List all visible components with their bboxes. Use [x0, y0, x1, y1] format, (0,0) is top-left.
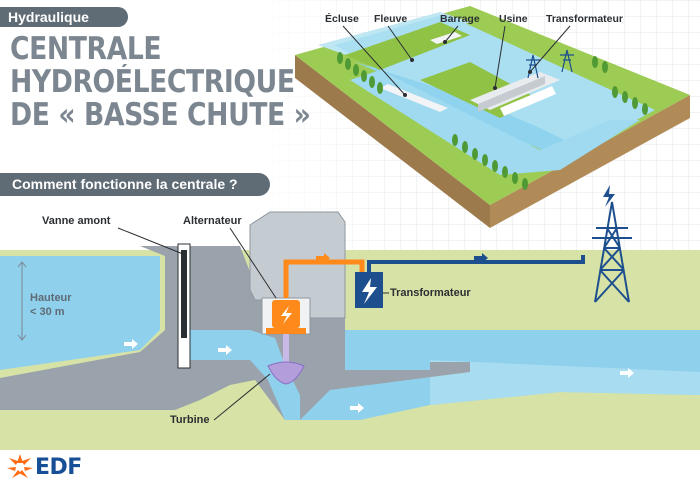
label-usine: Usine — [499, 13, 528, 25]
category-tag: Hydraulique — [0, 7, 128, 27]
blue-cable — [367, 255, 585, 272]
label-ecluse: Écluse — [325, 13, 359, 25]
label-transformateur: Transformateur — [390, 287, 471, 299]
turbine — [267, 361, 305, 385]
page-title-line-2: HYDROÉLECTRIQUE — [10, 64, 295, 100]
penstock-water — [190, 330, 300, 420]
label-hauteur: Hauteur — [30, 292, 72, 304]
label-transformateur-top: Transformateur — [546, 13, 624, 25]
page-title-line-1: CENTRALE — [10, 31, 162, 67]
upstream-water — [0, 256, 160, 370]
pylon — [592, 201, 632, 303]
label-hauteur-value: < 30 m — [30, 306, 65, 318]
page-title-line-3: DE « BASSE CHUTE » — [10, 97, 311, 133]
label-barrage: Barrage — [440, 13, 480, 25]
powerhouse — [249, 211, 346, 319]
edf-logo-text: EDF — [35, 455, 82, 480]
label-vanne-amont: Vanne amont — [42, 215, 111, 227]
label-fleuve: Fleuve — [374, 13, 408, 25]
section-title: Comment fonctionne la centrale ? — [0, 173, 270, 196]
label-alternateur: Alternateur — [183, 215, 242, 227]
label-turbine: Turbine — [170, 414, 210, 426]
